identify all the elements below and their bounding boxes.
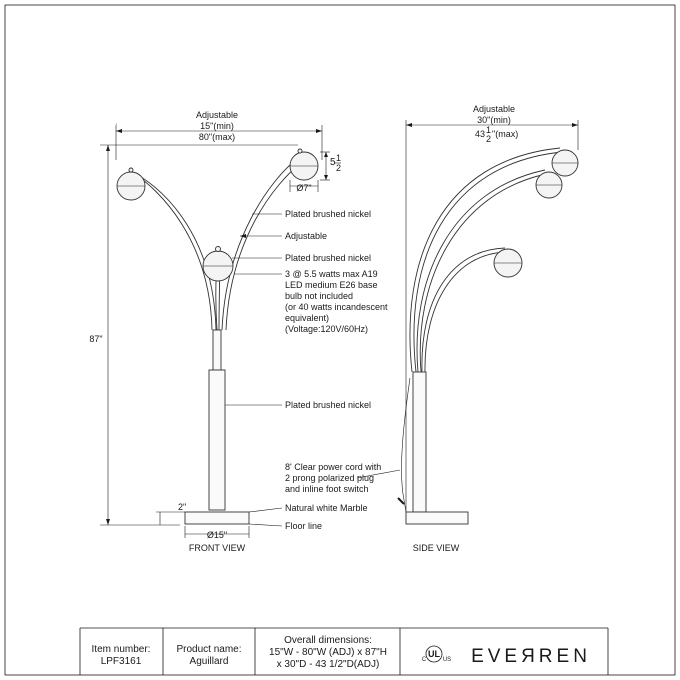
ul-listed-icon: UL C US <box>422 645 451 663</box>
svg-text:C: C <box>422 657 427 663</box>
brand-logo: EVEЯREN <box>471 646 591 667</box>
overall-dims-line1: 15"W - 80"W (ADJ) x 87"H <box>269 647 387 658</box>
side-depth-max-suffix: "(max) <box>492 129 518 139</box>
overall-dims-line2: x 30"D - 43 1/2"D(ADJ) <box>277 659 380 670</box>
side-depth-label: Adjustable <box>473 104 515 114</box>
front-height-label: 87" <box>89 334 102 344</box>
callout-floor: Floor line <box>285 521 322 531</box>
shade-height-whole: 5 <box>330 157 336 168</box>
callout-cord: 8' Clear power cord with 2 prong polariz… <box>285 462 381 494</box>
product-name-label: Product name: <box>176 644 241 655</box>
callout-adjustable: Adjustable <box>285 231 327 241</box>
front-arm-right <box>221 157 299 331</box>
side-marble-base <box>405 511 469 525</box>
side-arm-lower <box>421 247 506 373</box>
side-view: Adjustable 30"(min) 43 1 2 "(max) SIDE V… <box>356 104 579 553</box>
svg-text:equivalent): equivalent) <box>285 313 329 323</box>
front-width-max: 80"(max) <box>199 132 235 142</box>
svg-text:(Voltage:120V/60Hz): (Voltage:120V/60Hz) <box>285 324 368 334</box>
sheet-border <box>4 4 676 676</box>
svg-text:3 @ 5.5 watts max A19: 3 @ 5.5 watts max A19 <box>285 269 378 279</box>
front-view-caption: FRONT VIEW <box>189 543 246 553</box>
svg-text:8' Clear power cord with: 8' Clear power cord with <box>285 462 381 472</box>
shade-height-frac-den: 2 <box>336 163 341 173</box>
callout-finish-mid: Plated brushed nickel <box>285 253 371 263</box>
side-pole <box>412 371 427 513</box>
base-offset-label: 2" <box>178 502 186 512</box>
overall-dims-label: Overall dimensions: <box>284 635 372 646</box>
callout-bulb-spec: 3 @ 5.5 watts max A19 LED medium E26 bas… <box>285 269 388 334</box>
front-width-min: 15"(min) <box>200 121 234 131</box>
side-depth-max: 43 <box>475 129 485 139</box>
side-view-caption: SIDE VIEW <box>413 543 460 553</box>
front-width-label: Adjustable <box>196 110 238 120</box>
svg-text:2 prong polarized plug: 2 prong polarized plug <box>285 473 374 483</box>
side-arm-top <box>409 147 561 373</box>
svg-text:bulb not included: bulb not included <box>285 291 353 301</box>
shade-height-frac-num: 1 <box>336 153 341 163</box>
shade-diameter-label: Ø7" <box>296 183 311 193</box>
front-pole <box>208 369 226 511</box>
callout-finish-top: Plated brushed nickel <box>285 209 371 219</box>
side-depth-min: 30"(min) <box>477 115 511 125</box>
front-marble-base <box>184 511 250 525</box>
side-arm-middle <box>416 169 546 373</box>
callout-finish-pole: Plated brushed nickel <box>285 400 371 410</box>
side-depth-frac-num: 1 <box>486 125 491 135</box>
base-diameter-label: Ø15" <box>207 530 227 540</box>
item-number-value: LPF3161 <box>101 656 142 667</box>
svg-text:US: US <box>443 657 451 663</box>
item-number-label: Item number: <box>92 644 151 655</box>
svg-text:UL: UL <box>428 649 440 659</box>
front-arm-left <box>131 171 213 331</box>
power-cord <box>401 377 411 513</box>
footer-table: Item number: LPF3161 Product name: Aguil… <box>79 627 609 675</box>
side-depth-frac-den: 2 <box>486 134 491 144</box>
svg-text:(or 40 watts incandescent: (or 40 watts incandescent <box>285 302 388 312</box>
svg-text:LED medium E26 base: LED medium E26 base <box>285 280 378 290</box>
callout-base: Natural white Marble <box>285 503 368 513</box>
svg-text:and inline foot switch: and inline foot switch <box>285 484 369 494</box>
front-upper-stem <box>212 329 222 371</box>
product-name-value: Aguillard <box>190 656 229 667</box>
front-view: Adjustable 15"(min) 80"(max) 87" <box>89 110 388 553</box>
